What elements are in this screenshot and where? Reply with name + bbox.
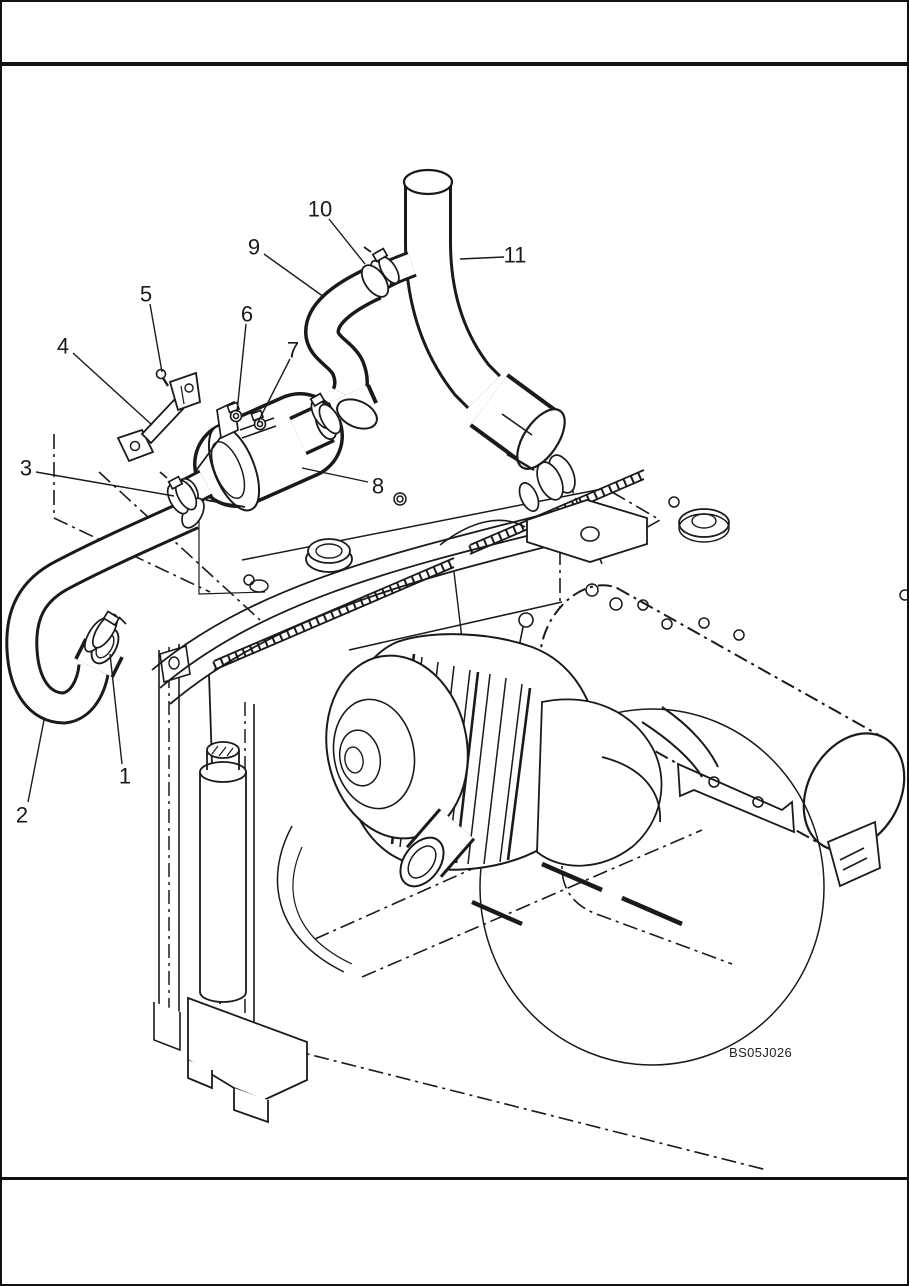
upper-hose-11 [402,168,566,472]
svg-text:3: 3 [20,456,32,481]
callout-5: 5 [140,282,163,373]
svg-text:2: 2 [16,803,28,828]
s-hose-9 [303,264,390,435]
deck-bracket-plate [526,499,648,563]
bracket-foot [116,428,155,463]
clamp-1 [84,610,127,653]
svg-text:10: 10 [308,197,332,222]
footer-separator [2,1177,907,1180]
bracket-bolt [155,368,170,387]
svg-text:8: 8 [372,474,384,499]
hose-9-clamp [309,392,342,435]
title-band [2,2,907,66]
hose-11-cuff [516,408,566,470]
mounting-bracket [116,368,201,463]
muffler-bracket [677,762,795,834]
hose-9-cuff [336,398,378,430]
svg-text:9: 9 [248,235,260,260]
radiator-cap [305,538,353,573]
figure-code: BS05J026 [729,1045,793,1060]
lower-hose [5,497,205,725]
callout-1: 1 [109,653,131,789]
bracket-tab [168,371,201,412]
overflow-bottle [199,741,247,1003]
svg-text:1: 1 [119,764,131,789]
footer-band [2,1180,907,1284]
clamp-3 [159,471,198,515]
callout-9: 9 [248,235,325,298]
flanged-cap [678,508,730,543]
callout-6: 6 [236,302,253,413]
reservoir-canister [177,392,344,512]
muffler-inlet-pipe [641,706,719,778]
air-cleaner-elbow [536,698,663,867]
chassis-rail-dashes [471,861,683,927]
radiator [153,557,473,1124]
air-cleaner-outlet [399,808,476,888]
clamp-6 [226,401,243,423]
callout-8: 8 [301,467,384,499]
svg-text:6: 6 [241,302,253,327]
callout-7: 7 [257,338,299,423]
svg-text:4: 4 [57,334,69,359]
deck-bolts [243,492,907,641]
svg-text:11: 11 [504,243,527,268]
inlet-tab [159,644,191,684]
callout-3: 3 [20,456,175,497]
callout-2: 2 [16,719,45,828]
hose-11-opening [402,168,454,196]
air-cleaner [325,633,663,888]
callout-layer: 1 2 3 4 5 6 7 8 9 10 11 [16,197,527,828]
fan-shroud [276,708,825,1066]
svg-text:5: 5 [140,282,152,307]
callout-4: 4 [57,334,153,426]
callout-10: 10 [308,197,366,265]
svg-text:7: 7 [287,338,299,363]
callout-11: 11 [459,243,527,268]
muffler [539,584,906,888]
